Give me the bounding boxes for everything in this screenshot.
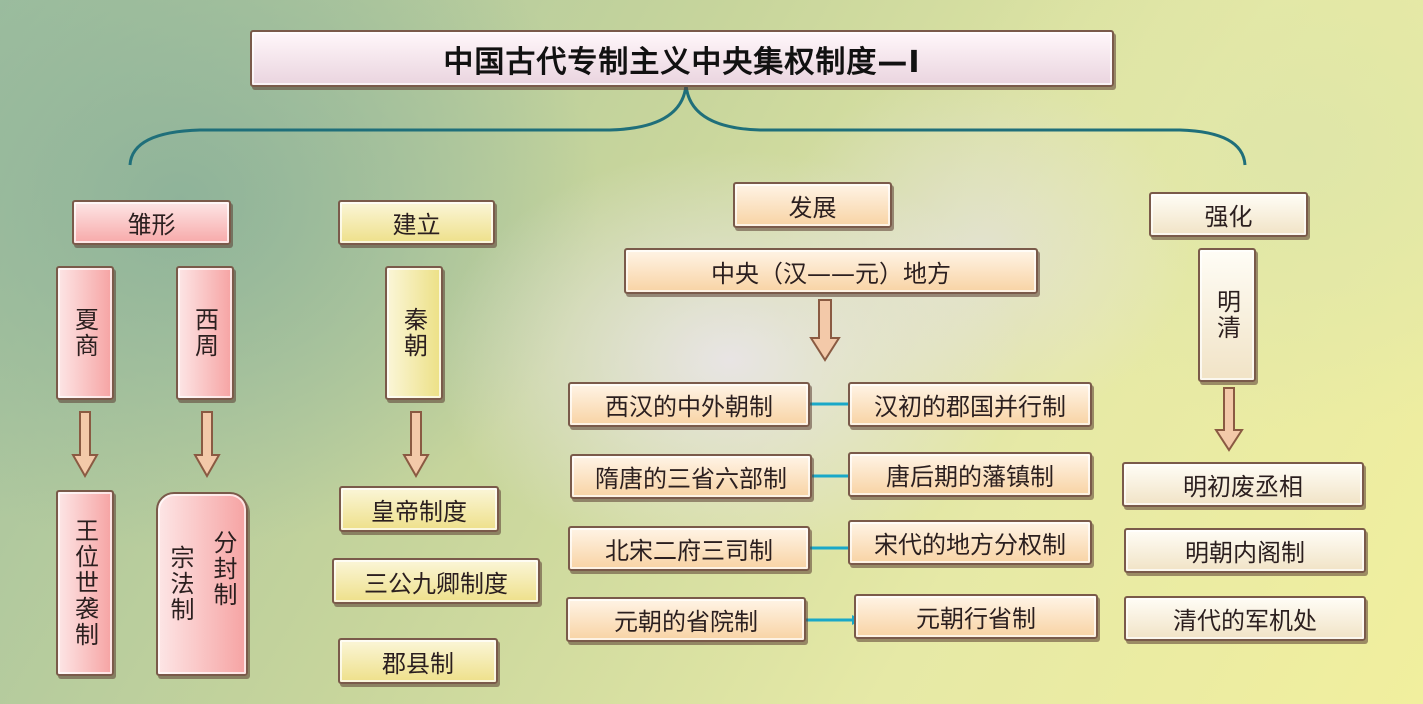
stage-embryo-label: 雏形 <box>72 200 231 245</box>
down-arrow-qin <box>402 411 430 479</box>
system-zongfa: 宗法制 <box>166 545 194 623</box>
system-grand-council: 清代的军机处 <box>1124 596 1366 641</box>
down-arrow-develop <box>809 299 841 362</box>
period-xizhou: 西周 <box>176 266 234 400</box>
down-arrow-xizhou <box>193 411 221 479</box>
central-yuan: 元朝的省院制 <box>566 597 806 642</box>
period-xiashang: 夏商 <box>56 266 114 400</box>
down-arrow-mingqing <box>1214 387 1244 452</box>
diagram-title: 中国古代专制主义中央集权制度—I <box>250 30 1114 87</box>
local-late-tang: 唐后期的藩镇制 <box>848 452 1092 497</box>
local-song: 宋代的地方分权制 <box>848 520 1092 565</box>
system-zongfa-fenfeng: 宗法制 分封制 <box>156 492 248 676</box>
system-fenfeng: 分封制 <box>209 530 237 608</box>
stage-establish-label: 建立 <box>338 200 495 245</box>
system-three-dukes-nine-ministers: 三公九卿制度 <box>332 558 540 604</box>
title-brace <box>128 84 1247 166</box>
period-mingqing: 明清 <box>1198 248 1256 382</box>
local-early-han: 汉初的郡国并行制 <box>848 382 1092 427</box>
develop-range: 中央（汉——元）地方 <box>624 248 1038 294</box>
central-sui-tang: 隋唐的三省六部制 <box>570 454 812 499</box>
system-emperor: 皇帝制度 <box>339 486 499 532</box>
system-prefecture-county: 郡县制 <box>338 638 498 684</box>
stage-strengthen-label: 强化 <box>1149 192 1308 237</box>
central-local-connectors <box>806 399 862 625</box>
period-qin: 秦朝 <box>385 266 443 400</box>
system-hereditary-throne: 王位世袭制 <box>56 490 114 676</box>
central-western-han: 西汉的中外朝制 <box>568 382 810 427</box>
down-arrow-xiashang <box>71 411 99 479</box>
stage-develop-label: 发展 <box>733 182 892 228</box>
local-yuan-province: 元朝行省制 <box>854 594 1098 639</box>
system-ming-cabinet: 明朝内阁制 <box>1124 528 1366 573</box>
central-northern-song: 北宋二府三司制 <box>568 526 810 571</box>
system-abolish-chancellor: 明初废丞相 <box>1122 462 1364 507</box>
